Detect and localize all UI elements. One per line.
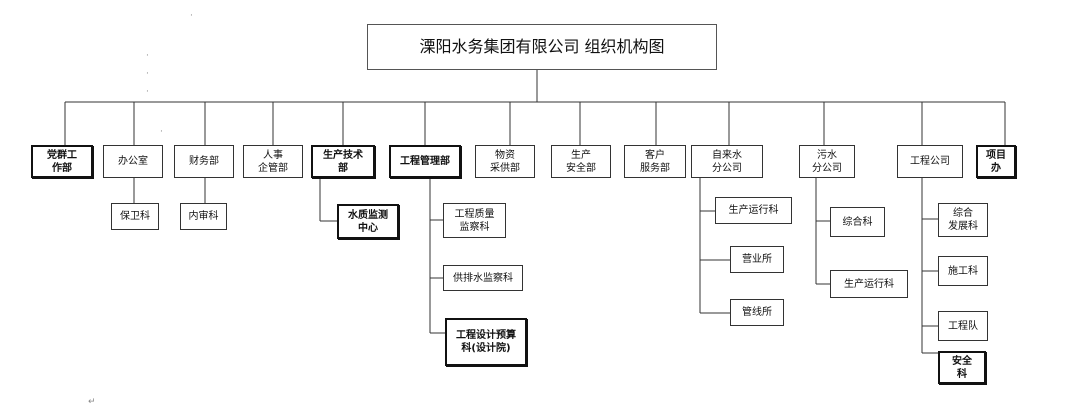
unit-engineering-safety: 安全 科 xyxy=(938,351,986,384)
unit-pipeline-office: 管线所 xyxy=(730,299,784,326)
dept-safety-label: 生产 安全部 xyxy=(566,149,596,174)
unit-water-operations: 生产运行科 xyxy=(715,197,792,224)
paragraph-mark: · xyxy=(146,51,149,61)
unit-engineering-quality: 工程质量 监察科 xyxy=(443,203,506,238)
unit-sewage-operations-label: 生产运行科 xyxy=(844,278,894,290)
paragraph-mark: · xyxy=(146,69,149,79)
unit-engineering-team-label: 工程队 xyxy=(948,320,978,332)
unit-engineering-team: 工程队 xyxy=(938,311,988,341)
org-title: 溧阳水务集团有限公司 组织机构图 xyxy=(419,37,665,56)
unit-audit: 内审科 xyxy=(180,203,227,230)
paragraph-mark: · xyxy=(190,11,193,21)
dept-customer-label: 客户 服务部 xyxy=(640,149,670,174)
unit-water-operations-label: 生产运行科 xyxy=(728,205,779,216)
unit-construction-label: 施工科 xyxy=(948,265,978,277)
dept-tech-label: 生产技术 部 xyxy=(323,149,363,174)
dept-office-label: 办公室 xyxy=(118,156,148,167)
dept-engineering-company-label: 工程公司 xyxy=(910,156,950,167)
unit-pipeline-office-label: 管线所 xyxy=(742,307,772,318)
unit-sewage-general-label: 综合科 xyxy=(842,216,873,228)
dept-party: 党群工 作部 xyxy=(31,145,93,178)
dept-water-company: 自来水 分公司 xyxy=(691,145,763,178)
unit-security-label: 保卫科 xyxy=(120,211,150,222)
org-title-box: 溧阳水务集团有限公司 组织机构图 xyxy=(367,24,717,70)
dept-supply-label: 物资 采供部 xyxy=(490,149,520,174)
dept-engineering-mgmt-label: 工程管理部 xyxy=(400,156,450,167)
dept-engineering-company: 工程公司 xyxy=(897,145,963,178)
unit-sewage-general: 综合科 xyxy=(830,207,885,237)
unit-engineering-general-label: 综合 发展科 xyxy=(948,208,978,232)
dept-tech: 生产技术 部 xyxy=(311,145,375,178)
unit-business-office-label: 营业所 xyxy=(742,254,772,265)
dept-customer: 客户 服务部 xyxy=(624,145,686,178)
paragraph-mark: · xyxy=(160,127,163,137)
dept-party-label: 党群工 作部 xyxy=(47,149,77,174)
unit-engineering-safety-label: 安全 科 xyxy=(952,355,972,380)
unit-engineering-design-label: 工程设计预算 科(设计院) xyxy=(456,330,516,354)
unit-construction: 施工科 xyxy=(938,256,988,286)
unit-supply-drainage: 供排水监察科 xyxy=(443,265,523,291)
unit-water-quality: 水质监测 中心 xyxy=(337,204,399,239)
unit-engineering-quality-label: 工程质量 监察科 xyxy=(454,208,495,233)
unit-supply-drainage-label: 供排水监察科 xyxy=(453,272,513,284)
dept-finance: 财务部 xyxy=(174,145,234,178)
paragraph-mark: ↵ xyxy=(88,397,96,407)
unit-sewage-operations: 生产运行科 xyxy=(830,270,908,298)
dept-project-office-label: 项目 办 xyxy=(986,149,1006,174)
paragraph-mark: · xyxy=(146,87,149,97)
dept-supply: 物资 采供部 xyxy=(475,145,535,178)
unit-business-office: 营业所 xyxy=(730,246,784,273)
unit-audit-label: 内审科 xyxy=(188,211,219,222)
dept-hr-label: 人事 企管部 xyxy=(258,149,288,174)
dept-finance-label: 财务部 xyxy=(189,156,219,167)
dept-water-company-label: 自来水 分公司 xyxy=(712,149,742,174)
unit-security: 保卫科 xyxy=(111,203,159,230)
dept-office: 办公室 xyxy=(103,145,163,178)
dept-hr: 人事 企管部 xyxy=(243,145,303,178)
dept-engineering-mgmt: 工程管理部 xyxy=(389,145,461,178)
dept-sewage-company-label: 污水 分公司 xyxy=(812,149,842,174)
dept-project-office: 项目 办 xyxy=(976,145,1016,178)
dept-safety: 生产 安全部 xyxy=(551,145,611,178)
dept-sewage-company: 污水 分公司 xyxy=(799,145,855,178)
unit-water-quality-label: 水质监测 中心 xyxy=(348,209,388,234)
unit-engineering-general: 综合 发展科 xyxy=(938,203,988,237)
unit-engineering-design: 工程设计预算 科(设计院) xyxy=(445,318,527,366)
